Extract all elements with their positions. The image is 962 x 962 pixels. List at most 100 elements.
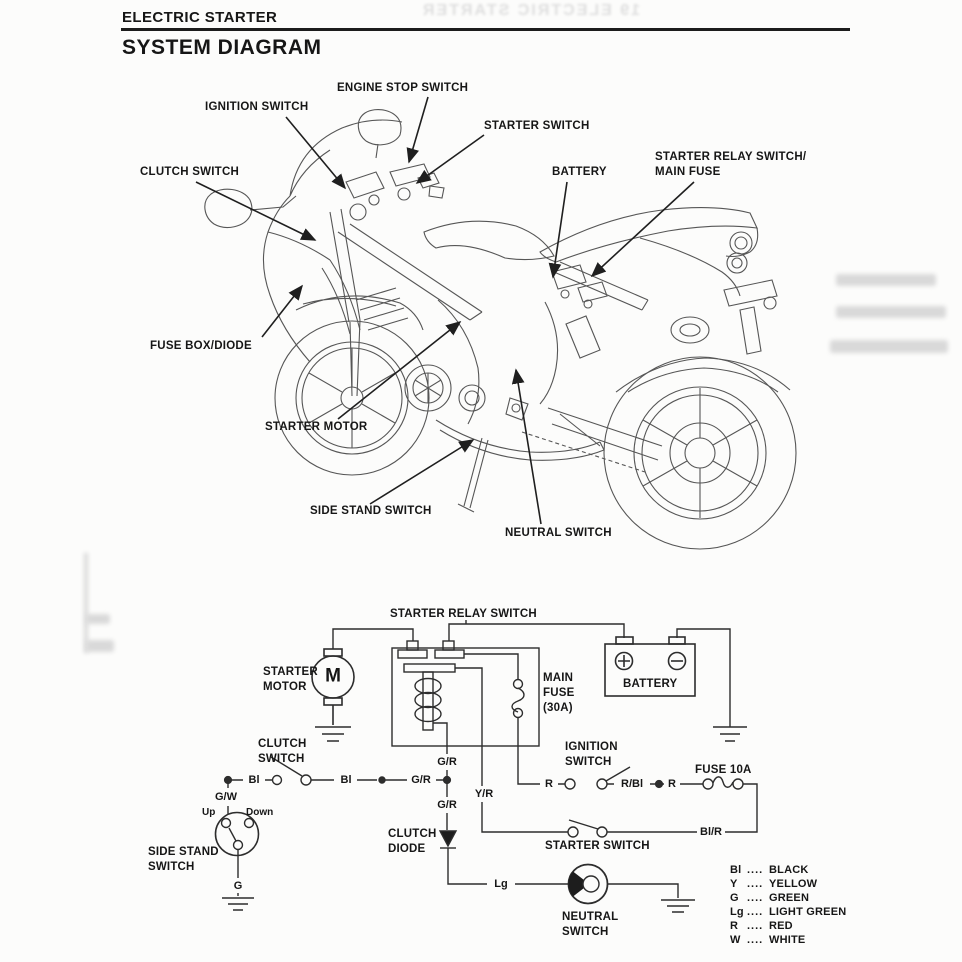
wire-label-gr-row: G/R	[409, 774, 433, 786]
wire-label-r-1: R	[543, 778, 555, 790]
right-mirror	[357, 109, 402, 159]
legend-name: RED	[769, 920, 793, 932]
clutch-diode-symbol	[438, 830, 458, 849]
legend-dots: ....	[747, 920, 764, 932]
callout-neutral-switch: NEUTRAL SWITCH	[505, 527, 612, 539]
callout-starter-motor: STARTER MOTOR	[265, 421, 368, 433]
legend-dots: ....	[747, 878, 764, 890]
ground-battery	[713, 726, 747, 742]
wire-motor-to-relay	[332, 628, 414, 649]
side-stand	[457, 437, 489, 513]
callout-starter-relay-line2: MAIN FUSE	[655, 166, 721, 178]
neutral-switch-symbol	[567, 863, 609, 905]
side-stand-switch-symbol	[214, 811, 260, 857]
wire-label-g: G	[231, 880, 245, 892]
scan-smudge	[84, 553, 88, 653]
legend-name: LIGHT GREEN	[769, 906, 847, 918]
label-clutch-diode-1: CLUTCH	[388, 828, 437, 840]
legend-name: WHITE	[769, 934, 806, 946]
page-title: SYSTEM DIAGRAM	[122, 36, 322, 59]
legend-code: Bl	[730, 864, 742, 876]
motor-m-symbol: M	[325, 665, 341, 687]
scan-smudge	[836, 306, 946, 318]
legend-name: YELLOW	[769, 878, 818, 890]
battery-symbol	[604, 636, 696, 697]
label-neutral-switch-1: NEUTRAL	[562, 911, 619, 923]
arrow-side-stand-switch	[369, 439, 475, 505]
legend-dots: ....	[747, 934, 764, 946]
ground-starter-motor	[315, 726, 351, 742]
label-clutch-switch-2: SWITCH	[258, 753, 305, 765]
arrow-starter-motor	[337, 321, 462, 420]
wire-battery-to-ground	[676, 628, 731, 727]
arrow-fuse-box-diode	[261, 284, 303, 338]
label-ignition-switch-2: SWITCH	[565, 756, 612, 768]
wire-r	[517, 717, 565, 785]
left-mirror	[204, 188, 297, 228]
legend-dots: ....	[747, 906, 764, 918]
main-fuse-symbol	[464, 653, 525, 719]
wire-label-lg: Lg	[492, 878, 510, 890]
arrow-battery	[548, 181, 568, 279]
wire-label-bl-1: Bl	[246, 774, 262, 786]
wire-label-rbl: R/Bl	[619, 778, 645, 790]
legend-code: W	[730, 934, 741, 946]
label-ignition-switch-1: IGNITION	[565, 741, 618, 753]
legend-row: Bl....BLACK	[730, 864, 809, 876]
label-starter-motor-2: MOTOR	[263, 681, 307, 693]
legend-row: R....RED	[730, 920, 793, 932]
scan-smudge	[86, 614, 110, 624]
wire-label-gr-upper: G/R	[435, 756, 459, 768]
scan-smudge	[836, 274, 936, 286]
arrow-neutral-switch	[511, 368, 542, 525]
callout-engine-stop-switch: ENGINE STOP SWITCH	[337, 82, 469, 94]
front-wheel	[274, 320, 430, 476]
starter-relay-symbol	[391, 640, 540, 747]
label-arrows	[195, 96, 695, 525]
arrow-clutch-switch	[195, 181, 317, 241]
callout-battery: BATTERY	[552, 166, 607, 178]
arrow-starter-relay	[590, 181, 695, 278]
scan-smudge	[86, 640, 114, 652]
legend-code: Lg	[730, 906, 744, 918]
legend-name: BLACK	[769, 864, 809, 876]
label-main-fuse-2: FUSE	[543, 687, 575, 699]
label-side-stand-2: SWITCH	[148, 861, 195, 873]
callout-clutch-switch: CLUTCH SWITCH	[140, 166, 240, 178]
wire-gr	[433, 722, 448, 830]
legend-dots: ....	[747, 892, 764, 904]
callout-starter-relay-line1: STARTER RELAY SWITCH/	[655, 151, 807, 163]
callout-ignition-switch: IGNITION SWITCH	[205, 101, 309, 113]
wire-label-gr-lower: G/R	[435, 799, 459, 811]
page-header: ELECTRIC STARTER	[122, 9, 278, 26]
starter-switch-symbol	[567, 819, 608, 838]
wire-blr	[607, 783, 758, 833]
starter-motor-symbol	[311, 648, 355, 725]
label-clutch-switch-1: CLUTCH	[258, 738, 307, 750]
callout-fuse-box-diode: FUSE BOX/DIODE	[150, 340, 252, 352]
label-up: Up	[202, 807, 216, 818]
label-starter-relay-switch: STARTER RELAY SWITCH	[390, 608, 537, 620]
ground-neutral	[661, 899, 695, 913]
arrow-ignition-switch	[285, 116, 347, 190]
label-main-fuse-3: (30A)	[543, 702, 573, 714]
label-down: Down	[246, 807, 274, 818]
wire-label-yr: Y/R	[472, 788, 496, 800]
ground-side-stand	[222, 897, 254, 911]
header-rule	[121, 28, 850, 31]
rear-wheel	[603, 356, 797, 550]
fuse-10a-symbol	[702, 776, 744, 790]
wire-label-bl-2: Bl	[338, 774, 354, 786]
wire-label-r-2: R	[666, 778, 678, 790]
legend-code: G	[730, 892, 739, 904]
wire-relay-to-battery	[448, 623, 625, 641]
legend-row: W.... WHITE	[730, 934, 805, 946]
legend-row: Lg.... LIGHT GREEN	[730, 906, 846, 918]
scan-smudge	[830, 340, 948, 353]
label-battery: BATTERY	[623, 678, 678, 690]
label-neutral-switch-2: SWITCH	[562, 926, 609, 938]
label-side-stand-1: SIDE STAND	[148, 846, 219, 858]
callout-side-stand-switch: SIDE STAND SWITCH	[310, 505, 432, 517]
